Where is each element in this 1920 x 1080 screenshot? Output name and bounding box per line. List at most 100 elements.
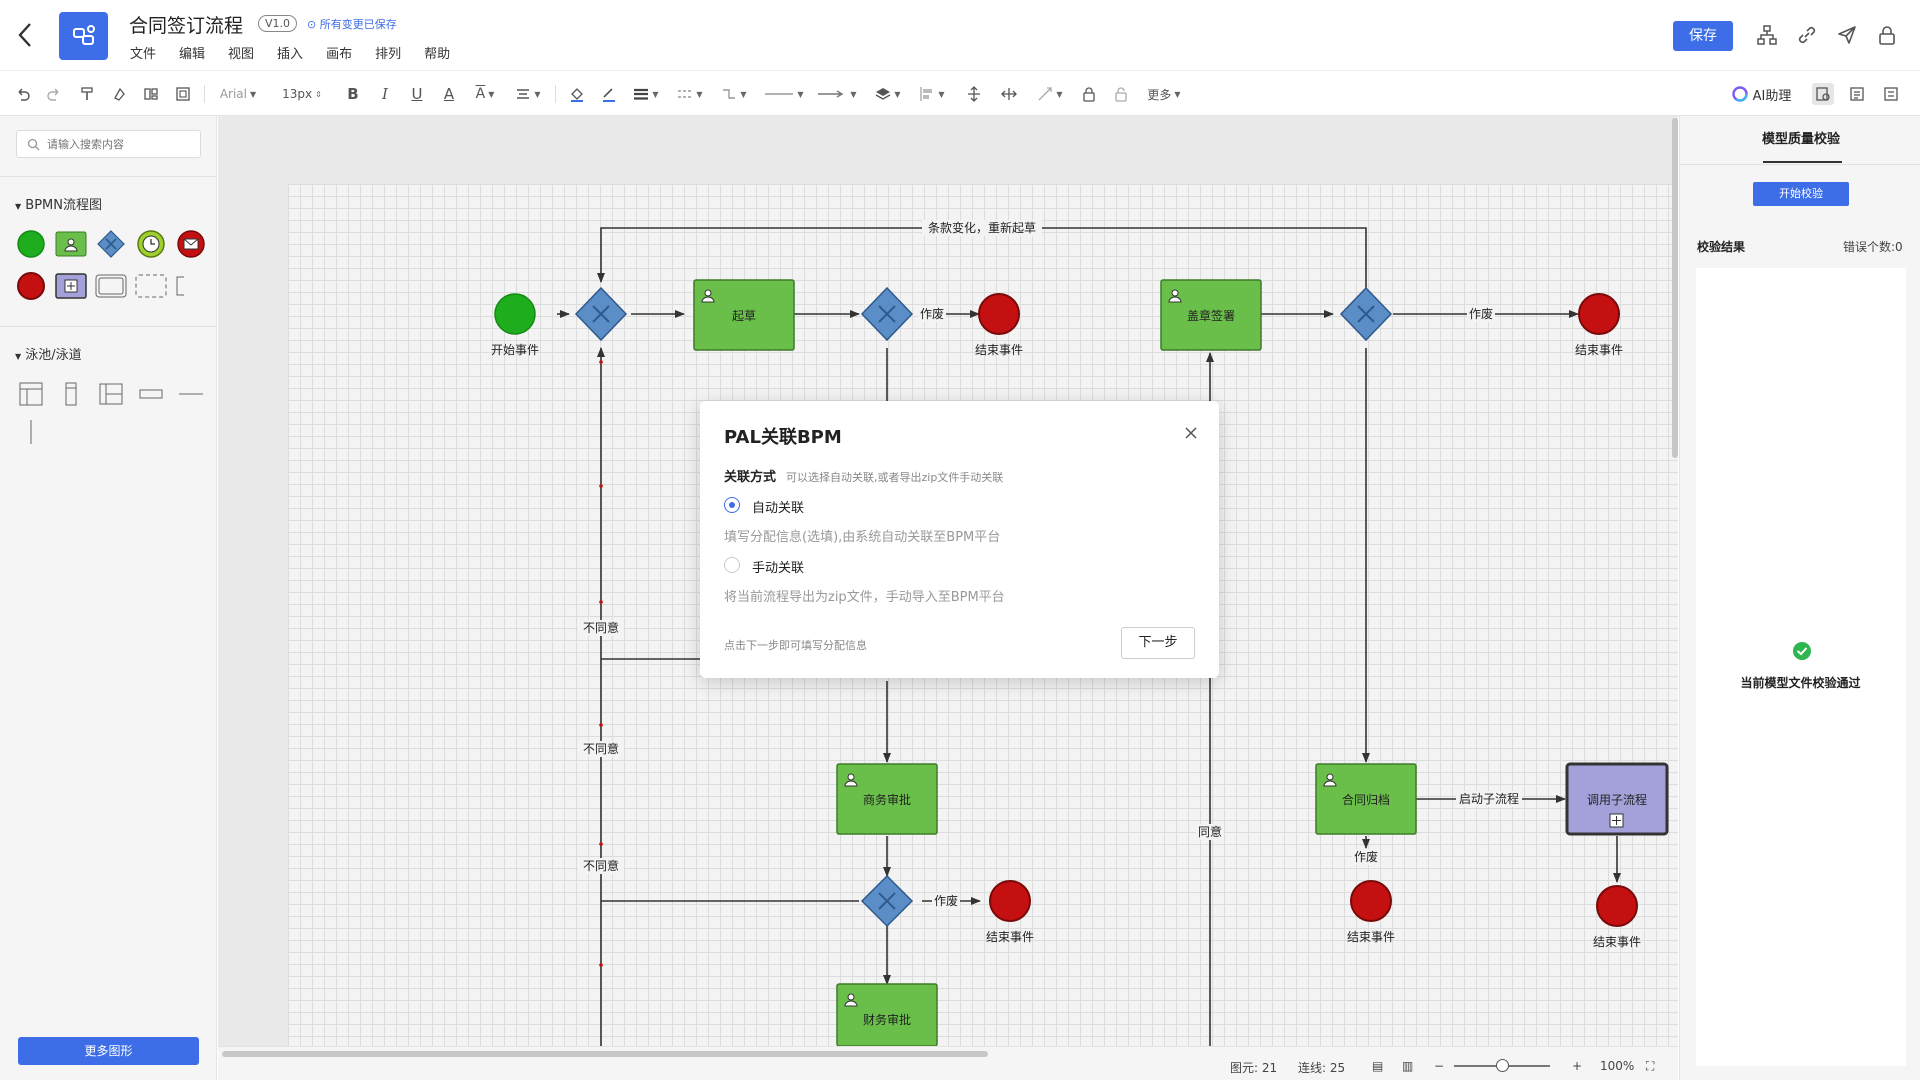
close-icon[interactable] [1183,425,1199,441]
line-style-icon[interactable]: ▼ [765,89,804,99]
end-event[interactable] [1596,885,1638,927]
lock-shape-icon[interactable] [1078,83,1100,105]
radio-manual[interactable] [724,557,740,573]
menu-insert[interactable]: 插入 [277,47,304,62]
layer-icon[interactable]: ▼ [872,83,904,105]
timer-event-shape[interactable] [135,228,167,260]
menu-file[interactable]: 文件 [130,47,157,62]
menu-canvas[interactable]: 画布 [326,47,353,62]
align-icon[interactable]: ▼ [513,83,543,105]
gateway-1[interactable] [574,286,628,342]
group-icon[interactable] [140,83,162,105]
distribute-vertical-icon[interactable] [963,83,985,105]
bold-icon[interactable]: B [347,85,359,103]
search-input[interactable] [47,135,195,153]
menu-view[interactable]: 视图 [228,47,255,62]
more-shapes-button[interactable]: 更多图形 [18,1037,199,1065]
fullscreen-icon[interactable]: ⛶ [1646,1059,1655,1073]
start-check-button[interactable]: 开始校验 [1753,182,1849,206]
format-painter-icon[interactable] [76,83,98,105]
task-draft[interactable] [693,279,795,351]
gateway-2[interactable] [860,286,914,342]
radio-auto[interactable] [724,497,740,513]
unlock-shape-icon[interactable] [1110,83,1132,105]
back-arrow-icon[interactable] [14,20,38,50]
fill-color-icon[interactable] [566,83,588,105]
save-button[interactable]: 保存 [1673,21,1733,51]
menu-edit[interactable]: 编辑 [179,47,206,62]
end-event[interactable] [989,880,1031,922]
user-task-shape[interactable] [55,228,87,260]
font-family-select[interactable]: Arial▼ [214,83,262,105]
radio-manual-label[interactable]: 手动关联 [752,561,805,576]
font-color-icon[interactable]: A [443,85,455,103]
redo-icon[interactable] [43,83,65,105]
end-event[interactable] [1350,880,1392,922]
gateway-shape[interactable] [95,228,127,260]
transaction-shape[interactable] [95,270,127,302]
send-icon[interactable] [1836,24,1858,46]
undo-icon[interactable] [12,83,34,105]
distribute-horizontal-icon[interactable] [998,83,1020,105]
shape-search[interactable] [16,130,201,158]
line-width-icon[interactable]: ▼ [630,83,662,105]
tab-model-check[interactable]: 模型质量校验 [1762,132,1841,147]
italic-icon[interactable]: I [382,85,388,103]
pool-horizontal-shape[interactable] [15,378,47,410]
task-fin-approval[interactable] [836,983,938,1046]
align-shapes-icon[interactable]: ▼ [916,83,948,105]
section-bpmn[interactable]: ▼ BPMN流程图 [15,194,102,213]
flip-icon[interactable]: ▼ [1034,83,1066,105]
section-pool[interactable]: ▼ 泳池/泳道 [15,344,82,363]
void-label: 作废 [1354,849,1378,864]
group-shape[interactable] [135,270,167,302]
pool-vertical-shape[interactable] [55,378,87,410]
ai-assistant-button[interactable]: AI助理 [1726,83,1796,105]
line-color-icon[interactable] [598,83,620,105]
start-event-shape[interactable] [15,228,47,260]
horizontal-lane-shape[interactable] [135,378,167,410]
menu-arrange[interactable]: 排列 [375,47,402,62]
next-button[interactable]: 下一步 [1121,627,1195,659]
outline-icon[interactable] [1846,83,1868,105]
fit-page-icon[interactable] [172,83,194,105]
properties-icon[interactable] [1880,83,1902,105]
task-biz-approval[interactable] [836,763,938,835]
task-seal[interactable] [1160,279,1262,351]
zoom-out-icon[interactable]: − [1434,1059,1445,1073]
link-icon[interactable] [1796,24,1818,46]
page-view-icon[interactable]: ▤ [1372,1059,1384,1073]
lane-shape[interactable] [95,378,127,410]
lock-icon[interactable] [1876,24,1898,46]
end-event[interactable] [1578,293,1620,335]
model-check-icon[interactable] [1812,83,1834,105]
task-archive[interactable] [1315,763,1417,835]
book-view-icon[interactable]: ▥ [1402,1059,1414,1073]
end-event-shape[interactable] [15,270,47,302]
more-menu[interactable]: 更多▼ [1147,87,1181,102]
horizontal-scrollbar[interactable] [222,1051,988,1057]
vertical-separator-shape[interactable] [15,416,47,448]
vertical-scrollbar[interactable] [1672,118,1678,458]
radio-auto-label[interactable]: 自动关联 [752,501,805,516]
connector-type-icon[interactable]: ▼ [718,83,750,105]
org-chart-icon[interactable] [1756,24,1778,46]
underline-icon[interactable]: U [411,85,423,103]
annotation-shape[interactable] [172,270,188,302]
text-style-icon[interactable]: A▼ [475,86,495,102]
horizontal-separator-shape[interactable] [175,378,207,410]
zoom-in-icon[interactable]: + [1572,1059,1583,1073]
subprocess-shape[interactable] [55,270,87,302]
gateway-3[interactable] [1339,286,1393,342]
zoom-slider-thumb[interactable] [1496,1059,1509,1072]
font-size-select[interactable]: 13px⇕ [276,83,328,105]
arrow-style-icon[interactable]: ▼ [815,83,859,105]
call-subprocess[interactable] [1565,762,1669,836]
line-dash-icon[interactable]: ▼ [674,83,706,105]
gateway-4[interactable] [860,874,914,928]
start-event[interactable] [494,293,536,335]
message-event-shape[interactable] [175,228,207,260]
menu-help[interactable]: 帮助 [424,47,451,62]
clear-format-icon[interactable] [108,83,130,105]
end-event[interactable] [978,293,1020,335]
